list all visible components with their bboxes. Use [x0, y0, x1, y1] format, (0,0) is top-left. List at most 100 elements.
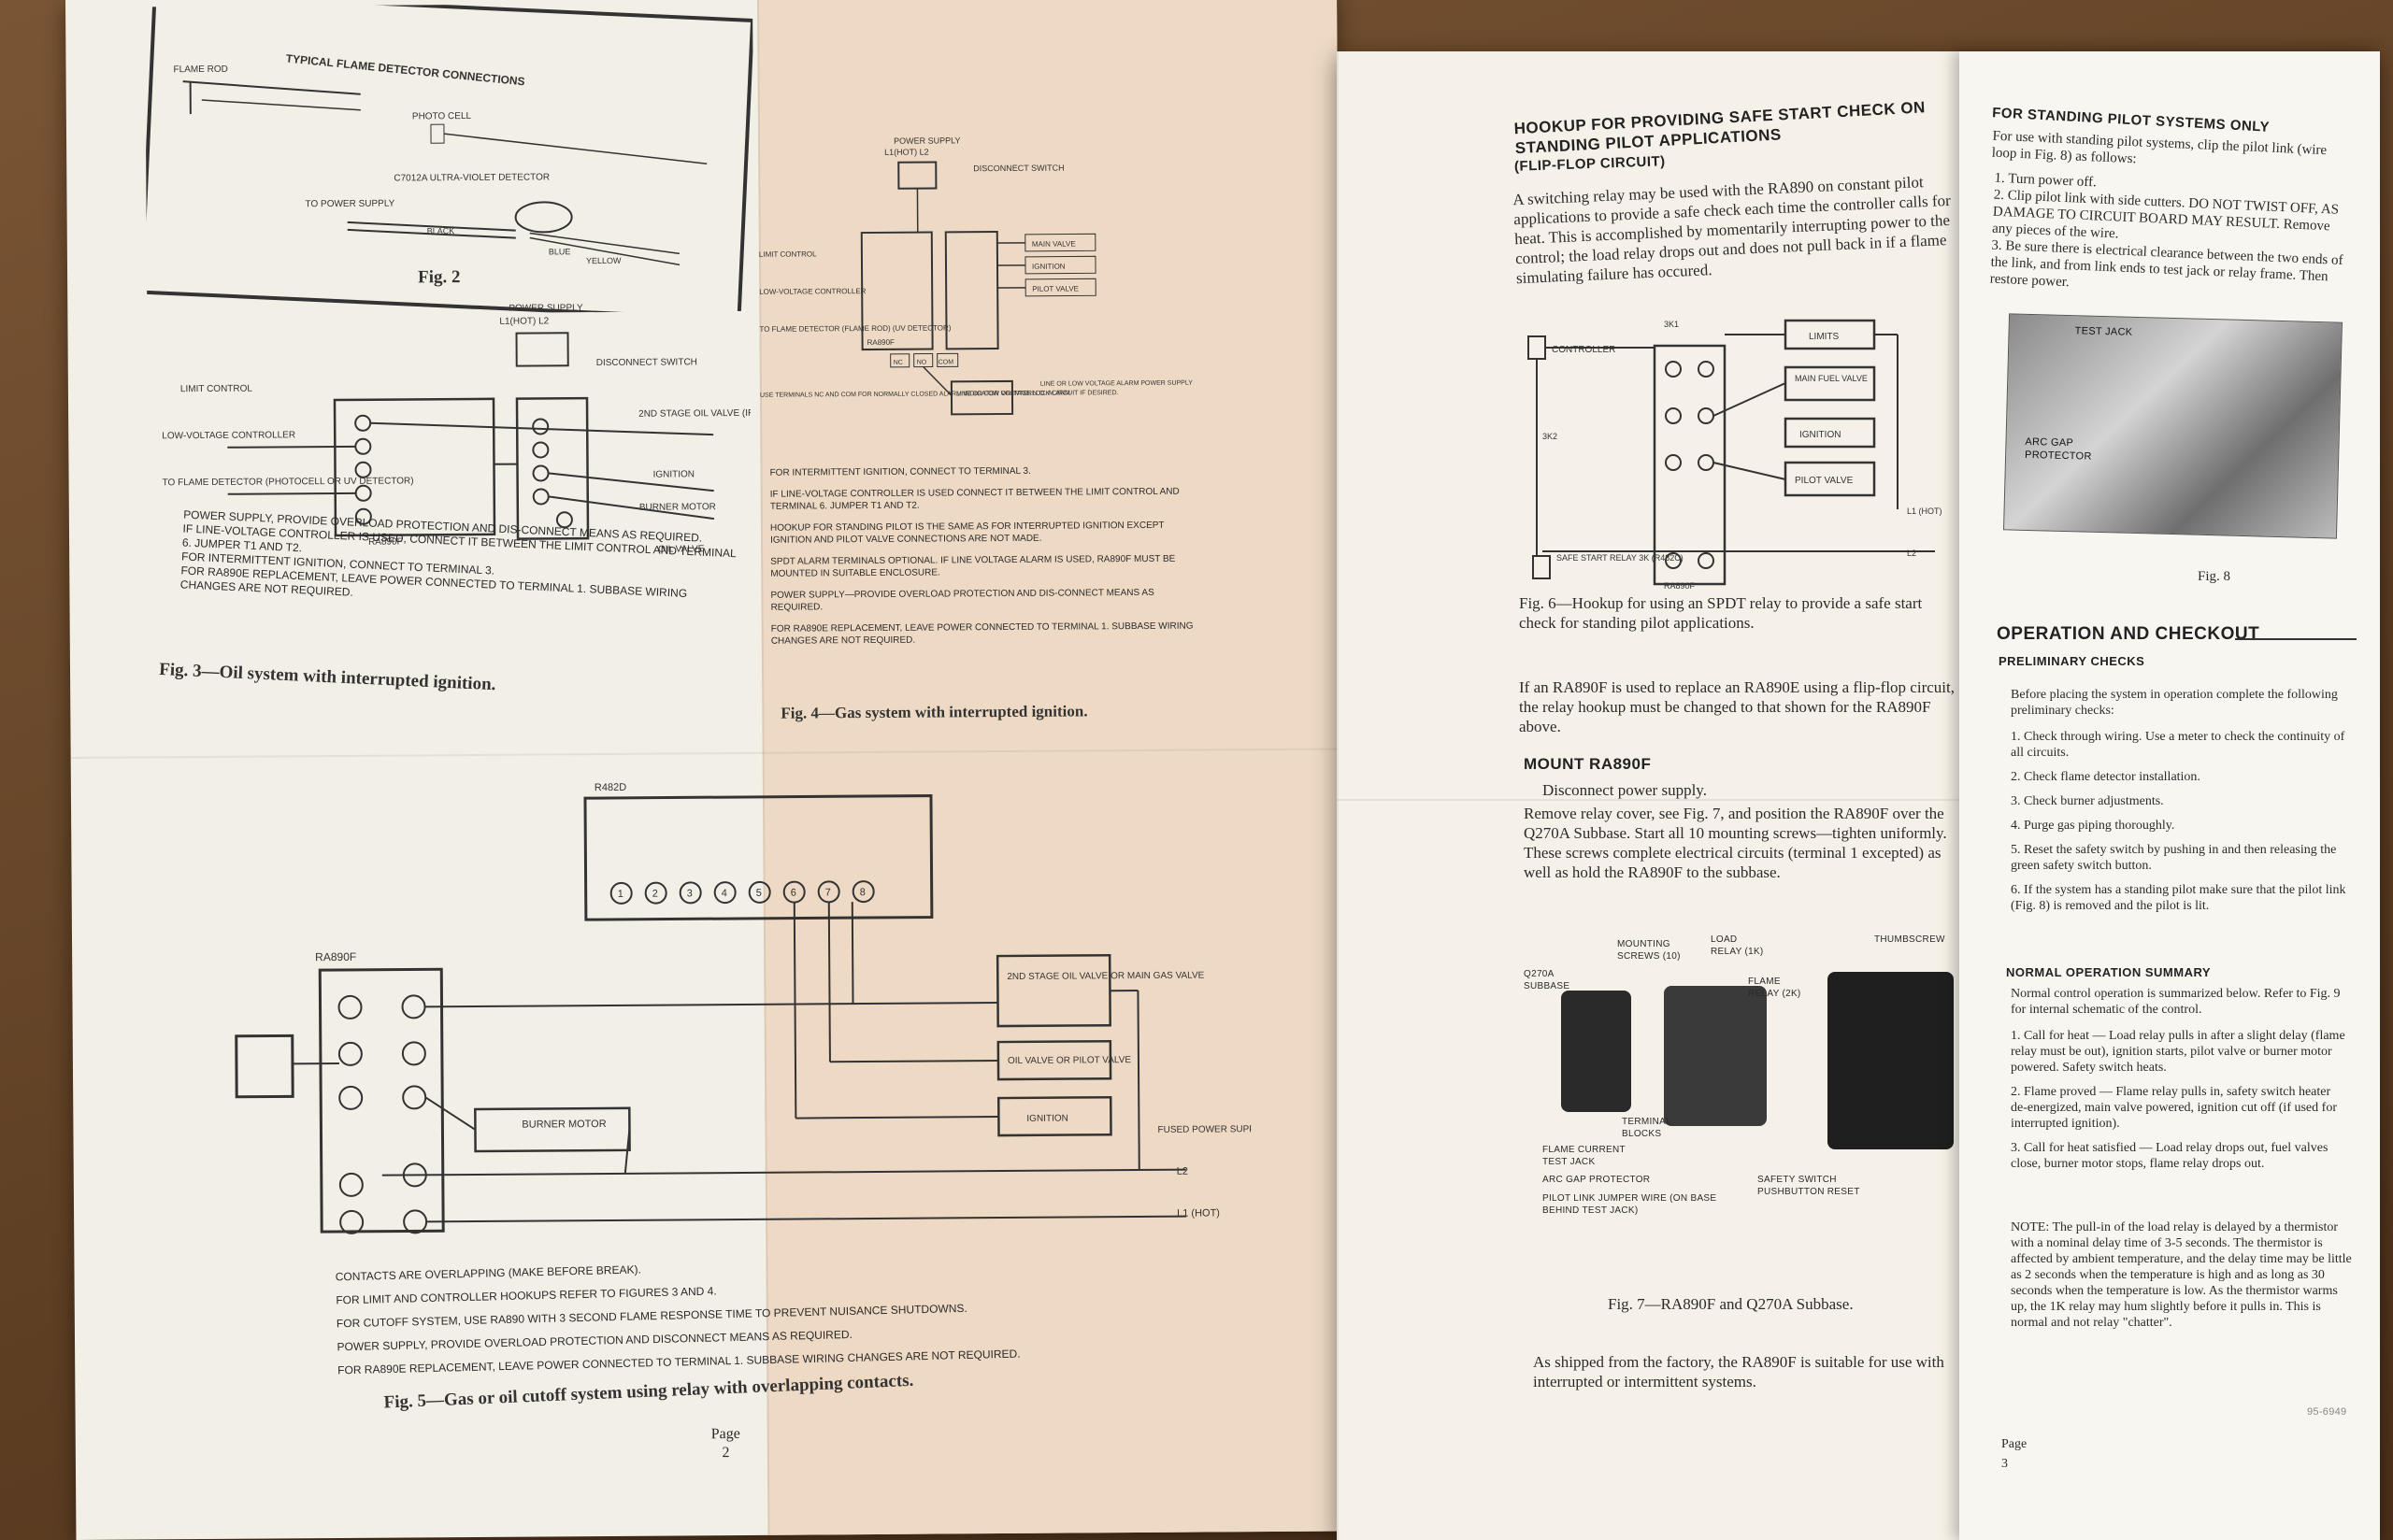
svg-text:NC: NC [894, 360, 903, 366]
relay-chassis-photo [1664, 986, 1767, 1126]
thermistor-note: NOTE: The pull-in of the load relay is d… [2011, 1220, 2352, 1330]
shipped-paragraph: As shipped from the factory, the RA890F … [1533, 1353, 1944, 1390]
fig4-caption: Fig. 4—Gas system with interrupted ignit… [781, 702, 1088, 722]
svg-text:NO: NO [917, 360, 927, 366]
svg-text:3K1: 3K1 [1664, 320, 1679, 329]
normal-steps: 1. Call for heat — Load relay pulls in a… [2011, 1029, 2345, 1171]
svg-text:DISCONNECT SWITCH: DISCONNECT SWITCH [973, 164, 1064, 174]
fig8-photo: TEST JACK ARC GAP PROTECTOR [2003, 313, 2343, 539]
svg-text:BURNER MOTOR: BURNER MOTOR [522, 1119, 606, 1131]
svg-text:BLUE: BLUE [549, 247, 571, 256]
standing-intro: For use with standing pilot systems, cli… [1991, 128, 2328, 167]
svg-text:3K2: 3K2 [1542, 432, 1557, 441]
svg-text:4: 4 [722, 888, 727, 899]
svg-text:L1(HOT) L2: L1(HOT) L2 [884, 148, 929, 157]
q270a-subbase-photo [1561, 991, 1631, 1112]
page-3-label: Page 3 [2001, 1437, 2028, 1471]
svg-text:L2: L2 [1177, 1166, 1188, 1177]
svg-text:LOW-VOLTAGE CONTROLLER: LOW-VOLTAGE CONTROLLER [162, 430, 295, 441]
page-2-sheet: TYPICAL FLAME DETECTOR CONNECTIONS FLAME… [65, 0, 1348, 1540]
mount-heading: MOUNT RA890F [1524, 755, 1652, 773]
svg-text:OIL VALVE OR PILOT VALVE: OIL VALVE OR PILOT VALVE [1008, 1055, 1131, 1066]
svg-text:MAIN VALVE: MAIN VALVE [1032, 239, 1076, 248]
svg-text:R482D: R482D [595, 782, 626, 793]
svg-text:LIMITS: LIMITS [1809, 332, 1840, 342]
fig4-diagram: POWER SUPPLY L1(HOT) L2 DISCONNECT SWITC… [758, 132, 1209, 452]
svg-text:LINE OR LOW VOLTAGE N.O. ALARM: LINE OR LOW VOLTAGE N.O. ALARM [956, 391, 1070, 398]
heading-rule [2235, 638, 2357, 640]
svg-text:PILOT VALVE: PILOT VALVE [1032, 284, 1079, 292]
normal-operation-heading: NORMAL OPERATION SUMMARY [2006, 965, 2212, 979]
svg-text:2ND STAGE OIL VALVE OR MAIN GA: 2ND STAGE OIL VALVE OR MAIN GAS VALVE [1007, 971, 1204, 982]
standing-steps: 1. Turn power off. 2. Clip pilot link wi… [1989, 170, 2343, 291]
svg-text:2ND STAGE OIL VALVE (IF USED): 2ND STAGE OIL VALVE (IF USED) [638, 408, 752, 420]
relay-cover-photo [1827, 972, 1954, 1149]
svg-text:TO FLAME DETECTOR (PHOTOCELL O: TO FLAME DETECTOR (PHOTOCELL OR UV DETEC… [163, 476, 414, 488]
hookup-paragraph: A switching relay may be used with the R… [1512, 173, 1952, 288]
svg-text:FLAME ROD: FLAME ROD [173, 64, 227, 75]
svg-text:POWER SUPPLY: POWER SUPPLY [894, 135, 960, 145]
svg-text:IGNITION: IGNITION [1032, 263, 1066, 271]
svg-text:CONTROLLER: CONTROLLER [1552, 345, 1615, 355]
svg-text:L1 (HOT): L1 (HOT) [1907, 506, 1942, 516]
svg-text:MAIN FUEL VALVE: MAIN FUEL VALVE [1795, 374, 1868, 383]
svg-text:FUSED POWER SUPPLY: FUSED POWER SUPPLY [1157, 1124, 1252, 1135]
svg-text:LIMIT CONTROL: LIMIT CONTROL [180, 384, 253, 395]
svg-text:L1 (HOT): L1 (HOT) [1177, 1207, 1220, 1219]
svg-text:TO FLAME DETECTOR (FLAME ROD): TO FLAME DETECTOR (FLAME ROD) (UV DETECT… [759, 323, 951, 333]
mount-paragraph-1: Disconnect power supply. [1542, 781, 1707, 799]
svg-text:COM: COM [939, 359, 954, 365]
svg-text:IGNITION: IGNITION [653, 469, 695, 479]
preliminary-intro: Before placing the system in operation c… [2011, 688, 2338, 718]
page-2-label: Page 2 [710, 1425, 740, 1462]
svg-text:YELLOW: YELLOW [586, 256, 622, 265]
fig6-caption: Fig. 6—Hookup for using an SPDT relay to… [1519, 594, 1923, 632]
svg-text:SAFE START RELAY 3K (R482C): SAFE START RELAY 3K (R482C) [1556, 553, 1684, 563]
svg-text:PHOTO CELL: PHOTO CELL [412, 111, 472, 121]
svg-text:6: 6 [791, 888, 796, 899]
svg-text:3: 3 [687, 888, 693, 899]
svg-text:BURNER MOTOR: BURNER MOTOR [639, 502, 716, 513]
fig2-diagram: TYPICAL FLAME DETECTOR CONNECTIONS FLAME… [139, 0, 755, 321]
svg-text:RA890F: RA890F [867, 338, 896, 347]
svg-text:8: 8 [860, 887, 866, 898]
svg-text:RA890F: RA890F [315, 950, 356, 963]
svg-text:RA890F: RA890F [1664, 581, 1696, 591]
foldout-panel: FOR STANDING PILOT SYSTEMS ONLY For use … [1959, 51, 2380, 1540]
hookup-heading: HOOKUP FOR PROVIDING SAFE START CHECK ON… [1513, 98, 1927, 158]
svg-text:BLACK: BLACK [427, 226, 455, 235]
svg-text:POWER SUPPLY: POWER SUPPLY [509, 303, 583, 314]
operation-heading: OPERATION AND CHECKOUT [1997, 624, 2260, 644]
fig2-title: TYPICAL FLAME DETECTOR CONNECTIONS [285, 51, 525, 88]
preliminary-steps: 1. Check through wiring. Use a meter to … [2011, 730, 2346, 913]
fig3-caption: Fig. 3—Oil system with interrupted ignit… [158, 659, 496, 695]
svg-text:USE TERMINALS NC AND COM FOR N: USE TERMINALS NC AND COM FOR NORMALLY CL… [760, 390, 1119, 399]
svg-text:LOW-VOLTAGE CONTROLLER: LOW-VOLTAGE CONTROLLER [759, 287, 867, 296]
svg-text:DISCONNECT SWITCH: DISCONNECT SWITCH [596, 357, 697, 368]
normal-intro: Normal control operation is summarized b… [2011, 987, 2341, 1017]
fig6-diagram: CONTROLLER 3K1 3K2 LIMITS MAIN FUEL VALV… [1524, 276, 1963, 593]
fig7-figure: Q270A SUBBASE MOUNTING SCREWS (10) LOAD … [1524, 930, 1963, 1248]
fig3-diagram: POWER SUPPLY L1(HOT) L2 DISCONNECT SWITC… [151, 294, 785, 569]
fig5-notes: CONTACTS ARE OVERLAPPING (MAKE BEFORE BR… [335, 1262, 1021, 1377]
fig2-caption: Fig. 2 [418, 267, 461, 288]
preliminary-heading: PRELIMINARY CHECKS [1999, 654, 2145, 668]
svg-text:RA890F: RA890F [368, 536, 403, 547]
svg-text:L2: L2 [1907, 549, 1916, 558]
fig7-caption: Fig. 7—RA890F and Q270A Subbase. [1608, 1295, 1854, 1313]
svg-text:LIMIT CONTROL: LIMIT CONTROL [759, 250, 817, 258]
svg-text:TO POWER SUPPLY: TO POWER SUPPLY [305, 199, 394, 210]
svg-text:IGNITION: IGNITION [1026, 1114, 1068, 1124]
fig4-notes: FOR INTERMITTENT IGNITION, CONNECT TO TE… [769, 465, 1194, 647]
replace-paragraph: If an RA890F is used to replace an RA890… [1519, 678, 1955, 735]
mount-paragraph-2: Remove relay cover, see Fig. 7, and posi… [1524, 805, 1947, 881]
svg-text:OIL VALVE: OIL VALVE [658, 544, 705, 554]
page-3-sheet: HOOKUP FOR PROVIDING SAFE START CHECK ON… [1337, 51, 2380, 1540]
document-code: 95-6949 [2307, 1406, 2347, 1418]
svg-text:LINE OR LOW VOLTAGE ALARM POWE: LINE OR LOW VOLTAGE ALARM POWER SUPPLY [1040, 380, 1193, 388]
svg-text:2: 2 [652, 889, 658, 900]
svg-text:C7012A ULTRA-VIOLET DETECTOR: C7012A ULTRA-VIOLET DETECTOR [394, 172, 550, 183]
svg-text:1: 1 [618, 889, 623, 900]
svg-text:7: 7 [825, 887, 831, 898]
